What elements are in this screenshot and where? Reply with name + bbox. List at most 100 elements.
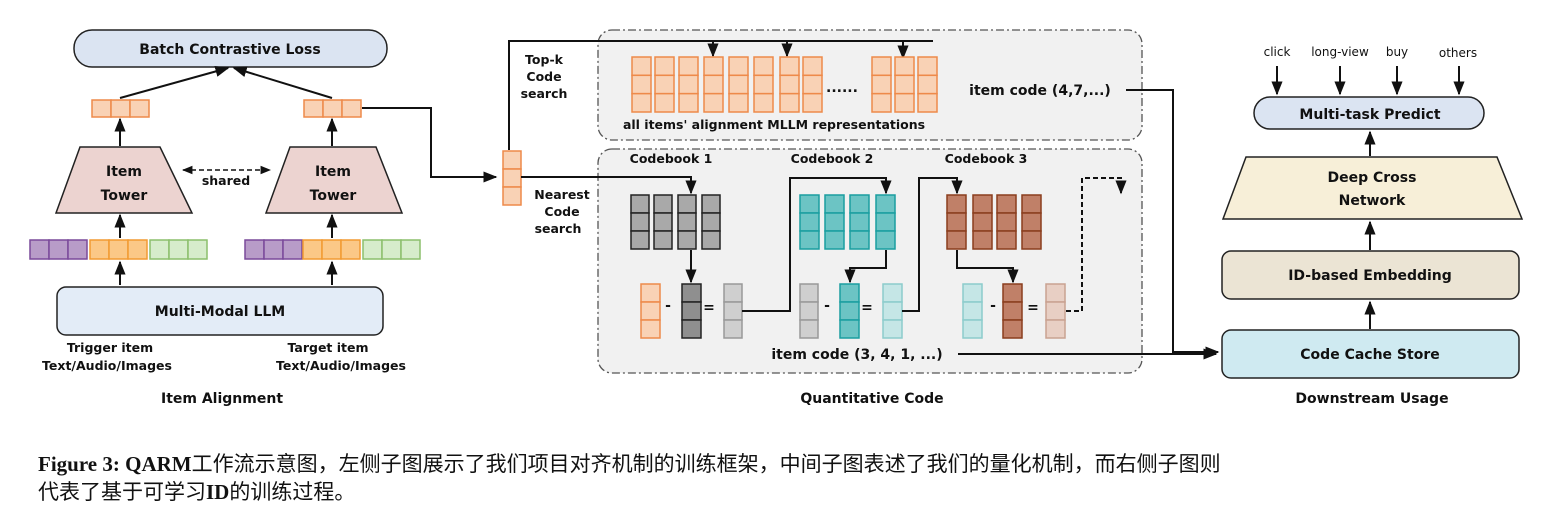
minus-op-2: -	[824, 298, 830, 314]
trigger-item-label: Trigger item	[67, 340, 153, 355]
right-input-tokens	[244, 239, 421, 260]
codebook-1-vector	[701, 194, 721, 250]
residual-2-copy	[962, 283, 983, 339]
nearest-label-3: search	[535, 221, 582, 236]
item-tower-left-label-2: Tower	[101, 188, 148, 204]
topk-label-1: Top-k	[525, 52, 564, 67]
equals-op-2: =	[861, 300, 873, 316]
nearest-search-line	[521, 176, 697, 195]
code-cache-store-box	[1221, 329, 1520, 379]
codebooks-panel	[597, 148, 1143, 374]
target-item-label: Target item	[287, 340, 368, 355]
caption-text-1: 工作流示意图，左侧子图展示了我们项目对齐机制的训练框架，中间子图表述了我们的量化…	[191, 452, 1221, 476]
item-representation-column	[802, 56, 823, 113]
figure-caption: Figure 3: QARM工作流示意图，左侧子图展示了我们项目对齐机制的训练框…	[38, 450, 1518, 506]
item-alignment-panel: Batch Contrastive Loss Item Tower Item T…	[29, 29, 421, 407]
codebook-1-vector	[677, 194, 697, 250]
quantitative-code-title: Quantitative Code	[800, 391, 943, 407]
id-based-embedding-box	[1221, 250, 1520, 300]
selected-code-2	[839, 283, 860, 339]
batch-contrastive-loss-box	[73, 29, 388, 68]
quantitative-code-panel: Top-k Code search ...... all items' alig…	[502, 29, 1220, 407]
deep-cross-network-shape	[1221, 156, 1524, 220]
nearest-label-1: Nearest	[534, 187, 589, 202]
item-tower-right-label-2: Tower	[310, 188, 357, 204]
caption-text-2b: 的训练过程。	[229, 480, 356, 504]
residual2-to-cb3	[902, 177, 963, 312]
signal-buy: buy	[1386, 45, 1408, 59]
item-alignment-title: Item Alignment	[161, 391, 283, 407]
codebook-3-vector	[1021, 194, 1042, 250]
caption-text-2a: 代表了基于可学习	[38, 480, 206, 504]
codebook-3-vector	[946, 194, 967, 250]
topk-label-2: Code	[526, 69, 561, 84]
figure-label: Figure 3:	[38, 452, 120, 476]
item-representation-column	[728, 56, 749, 113]
item-code-bottom: item code (3, 4, 1, ...)	[771, 347, 942, 363]
model-name: QARM	[125, 452, 192, 476]
minus-op-3: -	[990, 298, 996, 314]
all-item-representations	[631, 56, 938, 113]
item-representation-column	[678, 56, 699, 113]
codebook-3-vector	[996, 194, 1017, 250]
id-based-embedding-label: ID-based Embedding	[1288, 268, 1452, 284]
deep-cross-network-label-2: Network	[1339, 193, 1406, 209]
target-item-modalities: Text/Audio/Images	[276, 358, 406, 373]
codebook-2-vector	[824, 194, 845, 250]
signal-others: others	[1439, 46, 1477, 60]
item-representation-column	[753, 56, 774, 113]
trigger-item-modalities: Text/Audio/Images	[42, 358, 172, 373]
residual1-to-cb2	[742, 177, 892, 312]
item-representation-column	[894, 56, 915, 113]
caption-id: ID	[206, 480, 230, 504]
selected-code-1	[681, 283, 702, 339]
codebook-2-vector	[799, 194, 820, 250]
item-representation-column	[703, 56, 724, 113]
codebook-3-vector	[972, 194, 993, 250]
cb2-select-arrow	[844, 250, 887, 284]
item-representation-column	[631, 56, 652, 113]
signal-click: click	[1264, 45, 1291, 59]
arrow-left-to-loss	[119, 65, 230, 99]
codebook-2-vector	[849, 194, 870, 250]
multi-modal-llm-box	[56, 286, 384, 336]
item-tower-right	[264, 146, 404, 214]
residual3-next-arrow	[1066, 177, 1127, 312]
residual-1-copy	[799, 283, 819, 339]
selected-code-3	[1002, 283, 1023, 339]
item-tower-left	[54, 146, 194, 214]
item-tower-right-label-1: Item	[315, 164, 351, 180]
batch-contrastive-loss-label: Batch Contrastive Loss	[139, 42, 320, 58]
deep-cross-network-label-1: Deep Cross	[1328, 170, 1417, 186]
item-representation-column	[917, 56, 938, 113]
codebook-vectors	[630, 194, 1042, 250]
left-output-embedding	[91, 99, 150, 118]
item-tower-left-label-1: Item	[106, 164, 142, 180]
caption-line-1: Figure 3: QARM工作流示意图，左侧子图展示了我们项目对齐机制的训练框…	[38, 450, 1518, 478]
arrow-right-to-loss	[232, 66, 333, 99]
connector-topk-code-to-cache	[1126, 89, 1220, 358]
codebook-2-label: Codebook 2	[791, 151, 874, 166]
codebook-3-label: Codebook 3	[945, 151, 1028, 166]
qarm-workflow-diagram: Batch Contrastive Loss Item Tower Item T…	[29, 29, 1524, 407]
downstream-usage-panel: click long-view buy others Multi-task Pr…	[1221, 45, 1524, 407]
signal-long-view: long-view	[1311, 45, 1369, 59]
nearest-label-2: Code	[544, 204, 579, 219]
multi-task-predict-label: Multi-task Predict	[1299, 107, 1440, 123]
left-input-tokens	[29, 239, 208, 260]
codebook-1-label: Codebook 1	[630, 151, 713, 166]
equals-op-1: =	[703, 300, 715, 316]
codebook-1-vector	[653, 194, 673, 250]
minus-op-1: -	[665, 298, 671, 314]
residual-2	[882, 283, 903, 339]
cb3-select-arrow	[956, 250, 1019, 284]
item-representation-column	[654, 56, 675, 113]
caption-line-2: 代表了基于可学习ID的训练过程。	[38, 478, 1518, 506]
item-representation-column	[871, 56, 892, 113]
connector-embedding-to-query	[362, 107, 498, 183]
residual-3	[1045, 283, 1066, 339]
all-items-label: all items' alignment MLLM representation…	[623, 117, 925, 132]
multi-modal-llm-label: Multi-Modal LLM	[155, 304, 285, 320]
residual-1	[723, 283, 743, 339]
query-vector-copy	[640, 283, 661, 339]
